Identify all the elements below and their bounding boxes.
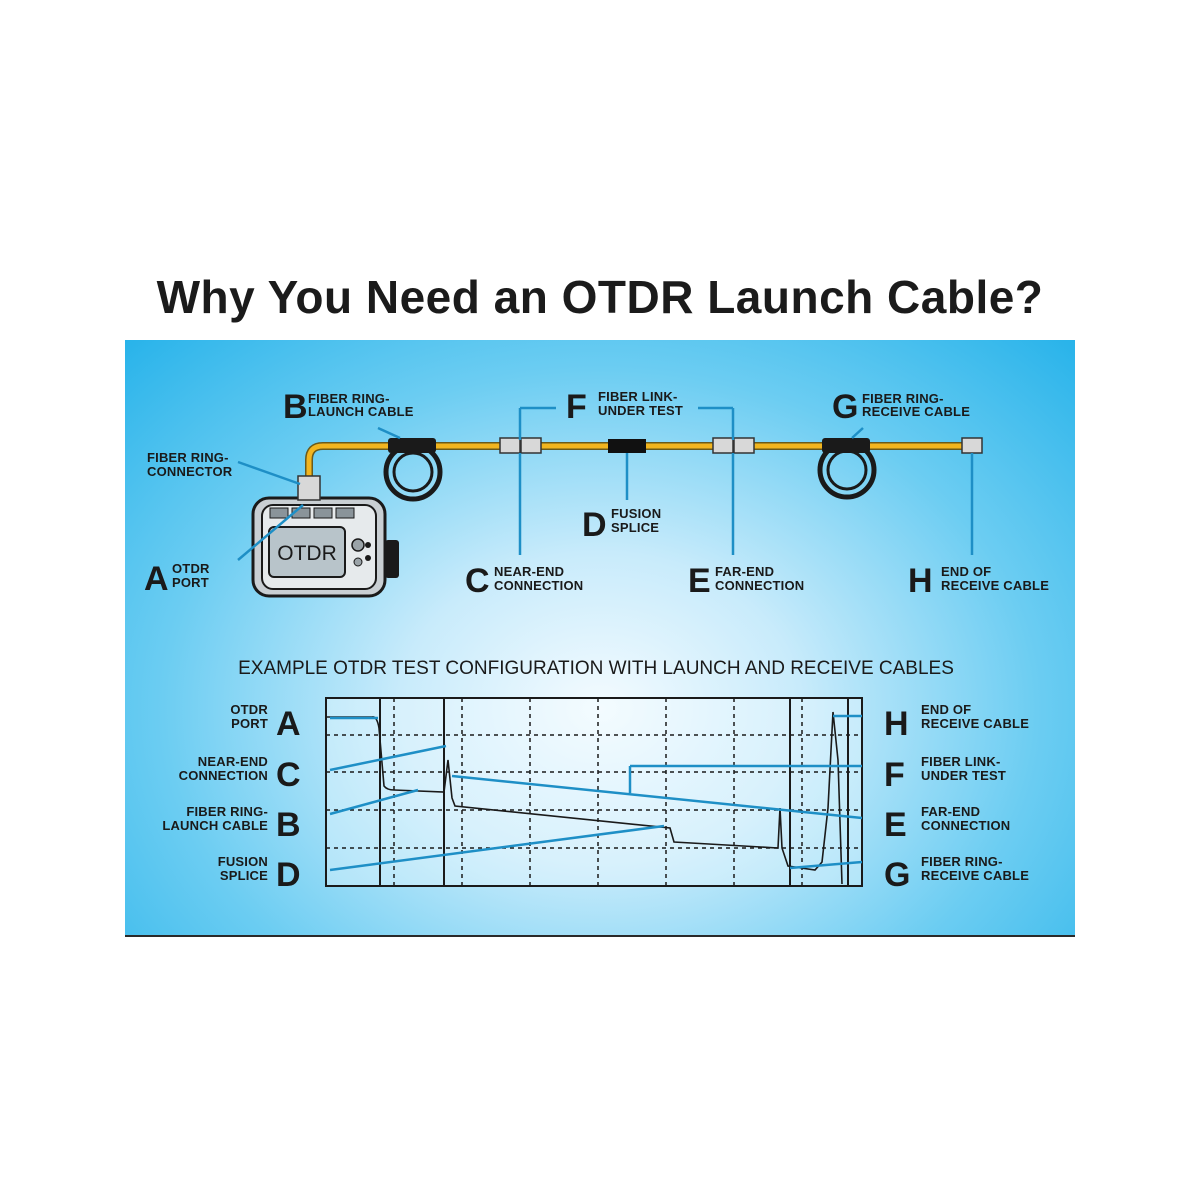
- callout-letter-e: E: [688, 562, 711, 600]
- callout-d-line1: FUSION: [611, 506, 661, 521]
- callout-e-line2: CONNECTION: [715, 578, 804, 593]
- callout-letter-f: F: [566, 388, 587, 426]
- callout-a-line2: PORT: [172, 575, 209, 590]
- right-label-g: G FIBER RING- RECEIVE CABLE: [884, 854, 1029, 894]
- right-label-g-line2: RECEIVE CABLE: [921, 868, 1029, 883]
- callout-connector: FIBER RING- CONNECTOR: [147, 450, 233, 479]
- callout-h-line1: END OF: [941, 564, 991, 579]
- callout-d: D FUSION SPLICE: [582, 506, 661, 544]
- callout-f-line1: FIBER LINK-: [598, 389, 677, 404]
- fiber-cable: [305, 442, 975, 478]
- receive-cable-coil: [817, 438, 877, 500]
- callout-f: F FIBER LINK- UNDER TEST: [566, 388, 683, 426]
- left-label-c: NEAR-END CONNECTION C: [179, 754, 301, 794]
- right-label-h: H END OF RECEIVE CABLE: [884, 702, 1029, 743]
- right-letter-h: H: [884, 705, 909, 743]
- callout-a: A OTDR PORT: [144, 560, 210, 598]
- callout-a-line1: OTDR: [172, 561, 210, 576]
- right-label-f-line2: UNDER TEST: [921, 768, 1006, 783]
- right-label-e-line1: FAR-END: [921, 804, 980, 819]
- callout-b-line2: LAUNCH CABLE: [308, 404, 414, 419]
- callout-h: H END OF RECEIVE CABLE: [908, 562, 1049, 600]
- right-letter-g: G: [884, 856, 910, 894]
- callout-letter-h: H: [908, 562, 933, 600]
- callout-e-line1: FAR-END: [715, 564, 774, 579]
- left-label-d-line1: FUSION: [218, 854, 268, 869]
- left-label-b: FIBER RING- LAUNCH CABLE B: [162, 804, 300, 844]
- diagram-panel: [125, 340, 1075, 937]
- callout-letter-a: A: [144, 560, 169, 598]
- callout-h-line2: RECEIVE CABLE: [941, 578, 1049, 593]
- callout-c-line1: NEAR-END: [494, 564, 564, 579]
- right-label-h-line1: END OF: [921, 702, 971, 717]
- right-label-g-line1: FIBER RING-: [921, 854, 1003, 869]
- callout-c: C NEAR-END CONNECTION: [465, 562, 583, 600]
- near-end-connector: [499, 437, 542, 454]
- callout-g: G FIBER RING- RECEIVE CABLE: [832, 388, 970, 426]
- left-letter-a: A: [276, 705, 301, 743]
- left-label-d: FUSION SPLICE D: [218, 854, 301, 894]
- otdr-trace: [326, 711, 843, 885]
- left-label-d-line2: SPLICE: [220, 868, 268, 883]
- callout-g-line2: RECEIVE CABLE: [862, 404, 970, 419]
- right-label-e: E FAR-END CONNECTION: [884, 804, 1010, 844]
- callout-b: B FIBER RING- LAUNCH CABLE: [283, 388, 414, 426]
- left-label-b-line2: LAUNCH CABLE: [162, 818, 268, 833]
- right-letter-f: F: [884, 756, 905, 794]
- left-label-a-line2: PORT: [231, 716, 268, 731]
- callout-connector-line1: FIBER RING-: [147, 450, 229, 465]
- right-letter-e: E: [884, 806, 907, 844]
- callout-e: E FAR-END CONNECTION: [688, 562, 804, 600]
- left-letter-c: C: [276, 756, 301, 794]
- otdr-device: OTDR: [251, 475, 399, 598]
- callout-d-line2: SPLICE: [611, 520, 659, 535]
- left-label-c-line2: CONNECTION: [179, 768, 268, 783]
- trace-callout-lines: [329, 714, 863, 872]
- launch-cable-coil: [383, 438, 443, 502]
- callout-letter-d: D: [582, 506, 607, 544]
- otdr-screen-label: OTDR: [277, 542, 337, 565]
- top-callout-lines: [237, 406, 974, 561]
- left-letter-b: B: [276, 806, 301, 844]
- callout-letter-g: G: [832, 388, 858, 426]
- left-label-b-line1: FIBER RING-: [186, 804, 268, 819]
- far-end-connector: [712, 437, 755, 454]
- callout-b-line1: FIBER RING-: [308, 391, 390, 406]
- left-label-c-line1: NEAR-END: [198, 754, 268, 769]
- fusion-splice-sleeve: [608, 439, 646, 453]
- right-label-h-line2: RECEIVE CABLE: [921, 716, 1029, 731]
- right-label-f: F FIBER LINK- UNDER TEST: [884, 754, 1006, 794]
- right-label-e-line2: CONNECTION: [921, 818, 1010, 833]
- left-letter-d: D: [276, 856, 301, 894]
- callout-connector-line2: CONNECTOR: [147, 464, 233, 479]
- right-label-f-line1: FIBER LINK-: [921, 754, 1000, 769]
- example-subtitle: EXAMPLE OTDR TEST CONFIGURATION WITH LAU…: [238, 658, 954, 679]
- callout-g-line1: FIBER RING-: [862, 391, 944, 406]
- callout-letter-b: B: [283, 388, 308, 426]
- callout-f-line2: UNDER TEST: [598, 403, 683, 418]
- end-connector: [961, 437, 983, 454]
- left-label-a-line1: OTDR: [230, 702, 268, 717]
- callout-c-line2: CONNECTION: [494, 578, 583, 593]
- left-label-a: OTDR PORT A: [230, 702, 300, 743]
- page-title: Why You Need an OTDR Launch Cable?: [156, 271, 1044, 323]
- callout-letter-c: C: [465, 562, 490, 600]
